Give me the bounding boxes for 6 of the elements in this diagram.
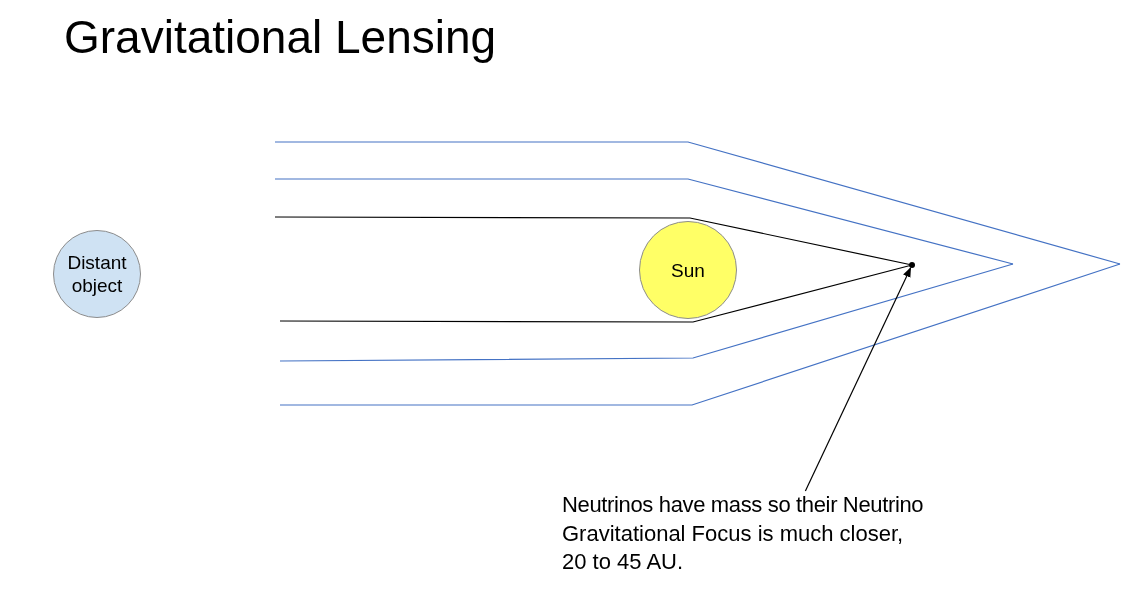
title: Gravitational Lensing [64,10,497,64]
annotation-text: Neutrinos have mass so their Neutrino Gravitational Focus is much closer, 20 to 45 AU. [562,491,928,577]
focal-point-icon [909,262,915,268]
sun-label: Sun [671,258,705,282]
leader-arrow [804,267,912,492]
object-label: Distant object [66,251,128,297]
